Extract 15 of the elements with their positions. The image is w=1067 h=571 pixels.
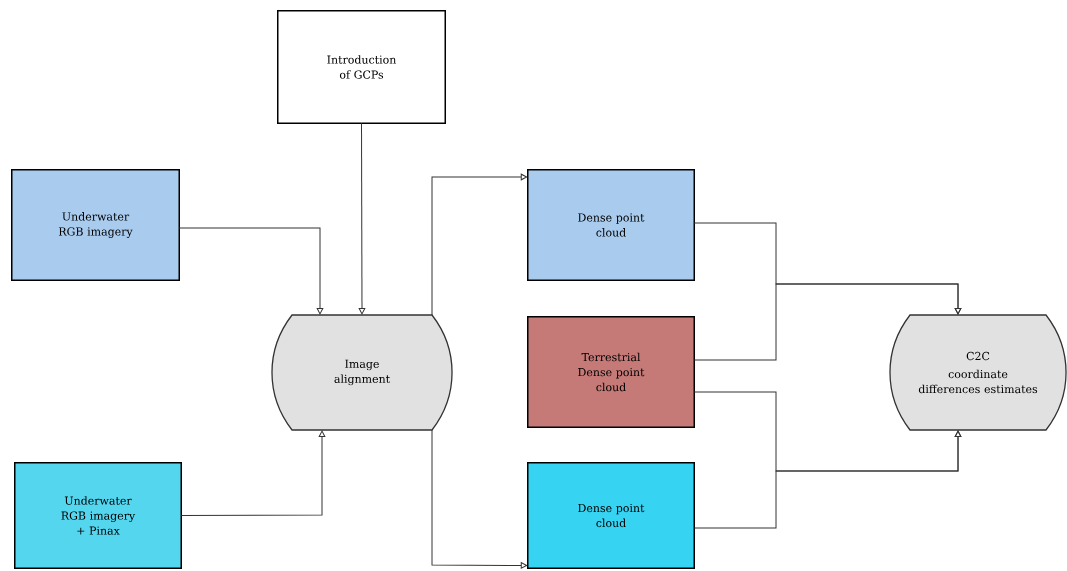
process-box: Terrestrial Dense point cloud [527,316,695,428]
process-box: Dense point cloud [527,462,695,569]
arrow [693,430,962,529]
process-terminal: Image alignment [271,314,453,431]
process-box: Dense point cloud [527,169,695,281]
arrow [178,227,324,315]
process-box: Introduction of GCPs [277,10,446,124]
process-box: Underwater RGB imagery [11,169,180,281]
arrow [180,430,326,516]
arrow [431,429,528,569]
arrow [358,122,366,315]
process-box: Underwater RGB imagery + Pinax [14,462,182,569]
process-terminal: C2C coordinate differences estimates [889,314,1067,431]
arrow [693,283,962,361]
arrow [431,173,528,316]
